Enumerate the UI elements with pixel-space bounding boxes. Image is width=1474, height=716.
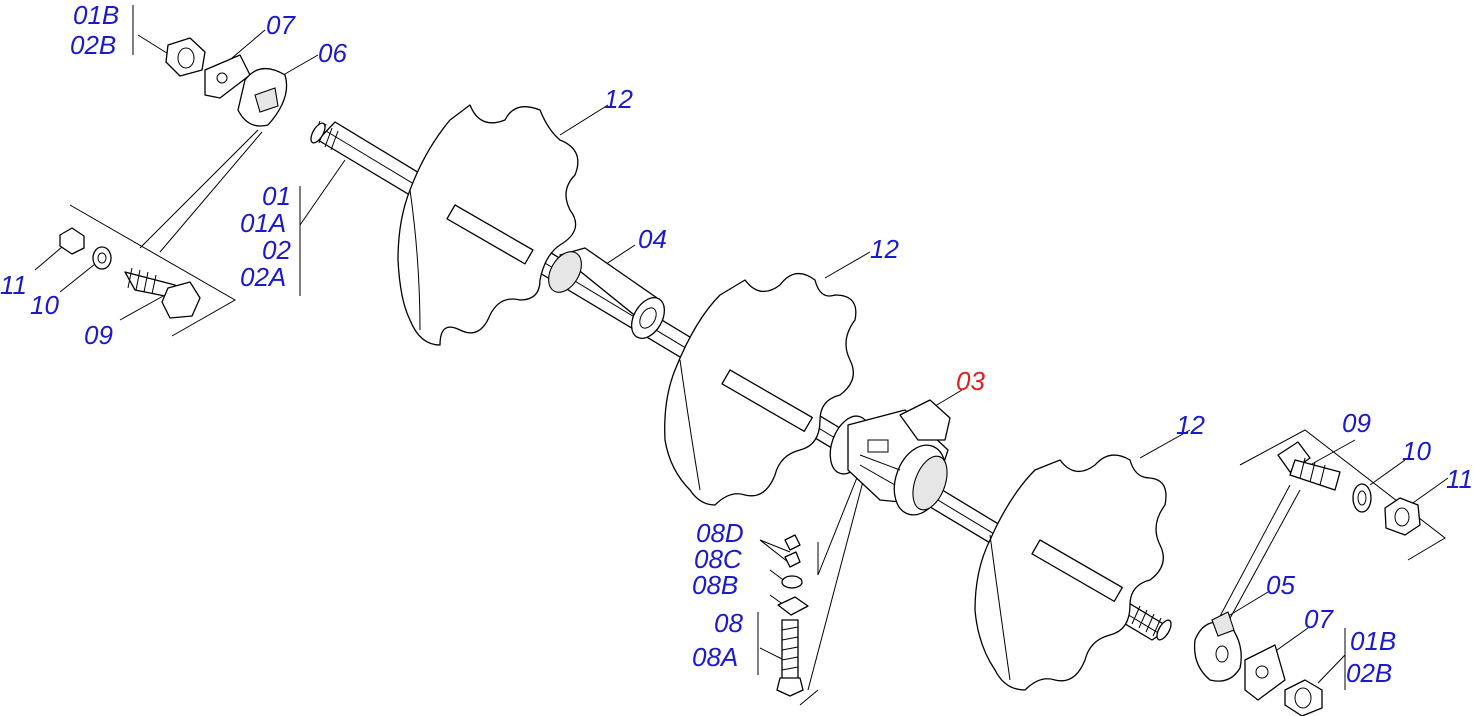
label-12-disc-2: 12	[870, 234, 899, 264]
label-11-right: 11	[1446, 464, 1473, 494]
right-detail-hardware	[1277, 441, 1421, 536]
label-10-left: 10	[30, 290, 59, 320]
label-01B-right: 01B	[1350, 626, 1397, 656]
bearing-housing	[829, 399, 951, 516]
label-03: 03	[956, 366, 985, 396]
leader-lines	[34, 5, 1449, 706]
label-08D: 08D	[696, 518, 744, 548]
label-09-right: 09	[1342, 408, 1371, 438]
notched-disc-1	[397, 104, 579, 346]
notched-disc-3	[974, 454, 1167, 691]
label-02B-top-left: 02B	[70, 30, 117, 60]
label-01: 01	[262, 181, 291, 211]
label-02A: 02A	[240, 262, 287, 292]
label-07-right: 07	[1304, 604, 1333, 634]
bottom-bolt-group	[776, 534, 809, 697]
label-02B-right: 02B	[1346, 658, 1393, 688]
label-08A: 08A	[692, 642, 739, 672]
label-07-top-left: 07	[266, 10, 295, 40]
top-left-hardware	[165, 37, 288, 127]
label-01A: 01A	[240, 208, 287, 238]
label-08C: 08C	[694, 544, 742, 574]
label-01B-top-left: 01B	[73, 0, 120, 30]
label-12-disc-3: 12	[1176, 410, 1205, 440]
label-02: 02	[262, 235, 291, 265]
label-11-left: 11	[0, 270, 27, 300]
label-04: 04	[638, 224, 667, 254]
label-10-right: 10	[1402, 436, 1431, 466]
label-12-disc-1: 12	[604, 84, 633, 114]
bottom-right-hardware	[1193, 611, 1323, 716]
label-08: 08	[714, 608, 743, 638]
notched-disc-2	[664, 273, 857, 506]
label-09-left: 09	[84, 320, 113, 350]
left-detail-hardware	[59, 227, 201, 319]
label-06: 06	[318, 38, 347, 68]
label-05: 05	[1266, 570, 1295, 600]
spacer-tube	[548, 247, 666, 339]
label-08B: 08B	[692, 570, 739, 600]
